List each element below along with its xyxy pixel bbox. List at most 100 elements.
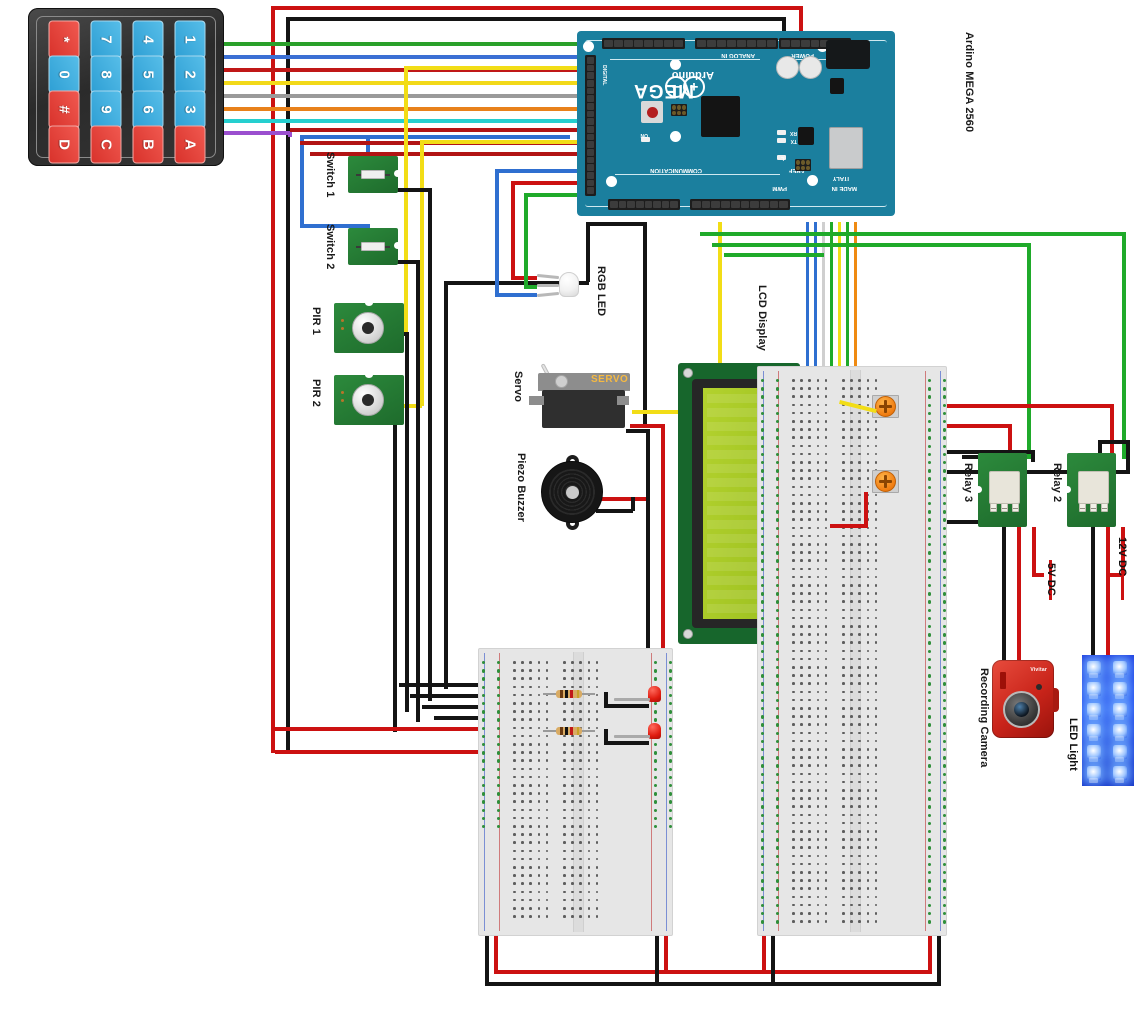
breadboard-hole [497, 669, 501, 673]
keypad-key-1[interactable]: 1 [174, 20, 206, 59]
usb-b-connector[interactable] [829, 127, 863, 169]
breadboard-hole [816, 633, 820, 636]
breadboard-hole [943, 452, 947, 457]
breadboard-hole [816, 895, 820, 899]
relay-2-module[interactable] [1064, 453, 1116, 527]
breadboard-hole [842, 707, 845, 710]
breadboard-hole [800, 395, 803, 398]
breadboard-hole [776, 920, 780, 924]
breadboard-hole [874, 534, 878, 538]
breadboard-hole [866, 641, 870, 644]
breadboard-hole [858, 912, 861, 915]
analog-in-header-2[interactable] [695, 38, 778, 49]
breadboard-hole [824, 887, 828, 890]
breadboard-hole [816, 502, 820, 505]
breadboard-hole [529, 661, 532, 664]
breadboard-hole [800, 600, 803, 603]
led-strip-emitter [1087, 745, 1101, 759]
relay-terminal-block [989, 471, 1020, 504]
analog-in-header[interactable] [602, 38, 685, 49]
breadboard-hole [824, 772, 828, 776]
keypad-key-8[interactable]: 8 [90, 55, 122, 94]
switch-1-module[interactable] [348, 156, 401, 193]
breadboard-hole [928, 666, 932, 670]
breadboard-hole [816, 395, 820, 398]
pwm-header[interactable] [690, 199, 790, 210]
breadboard-hole [761, 715, 765, 719]
pir-1-module[interactable] [334, 300, 404, 353]
breadboard-hole [579, 702, 582, 705]
breadboard-hole [824, 797, 828, 800]
rgb-led-component[interactable] [536, 266, 597, 306]
keypad-key-B[interactable]: B [132, 125, 164, 164]
breadboard-hole [571, 882, 574, 885]
piezo-buzzer-component[interactable] [537, 455, 607, 530]
breadboard-hole [874, 436, 878, 439]
breadboard-hole [563, 825, 566, 828]
breadboard-hole [669, 726, 673, 730]
wire-sw1-gnd-h [366, 188, 431, 192]
breadboard-hole [824, 403, 828, 407]
breadboard-hole [654, 759, 658, 763]
keypad-key-C[interactable]: C [90, 125, 122, 164]
keypad-key-5[interactable]: 5 [132, 55, 164, 94]
breadboard-hole [595, 775, 599, 779]
keypad-key-0[interactable]: 0 [48, 55, 80, 94]
wire-pir2-yellow-v [420, 140, 424, 406]
icsp2-header[interactable] [795, 159, 811, 171]
keypad-key-6[interactable]: 6 [132, 90, 164, 129]
icsp-header[interactable] [671, 104, 687, 116]
breadboard-hole [669, 669, 673, 673]
keypad-key-4[interactable]: 4 [132, 20, 164, 59]
rx-label: RX [790, 130, 797, 136]
right-breadboard[interactable] [757, 366, 947, 936]
relay-3-module[interactable] [975, 453, 1027, 527]
wire-switch1-blue-v [300, 135, 304, 162]
keypad-key-9[interactable]: 9 [90, 90, 122, 129]
breadboard-hole [928, 543, 932, 547]
wire-bbL-blk-3 [422, 705, 496, 709]
keypad-key-2[interactable]: 2 [174, 55, 206, 94]
breadboard-hole [943, 862, 947, 867]
breadboard-hole [816, 551, 820, 554]
wire-arduino-gnd-top [586, 222, 646, 226]
breadboard-hole [866, 575, 870, 579]
breadboard-hole [928, 551, 932, 555]
arduino-mega-board[interactable]: ANALOG IN POWER DIGITAL [577, 31, 895, 216]
breadboard-hole [842, 510, 845, 513]
pir-2-module[interactable] [334, 372, 404, 425]
breadboard-hole [521, 751, 524, 754]
keypad-key-*[interactable]: * [48, 20, 80, 59]
trimpot-2[interactable] [875, 471, 896, 492]
digital-header-left[interactable] [585, 55, 596, 196]
breadboard-hole [824, 584, 828, 587]
breadboard-hole [761, 821, 765, 826]
breadboard-hole [537, 661, 541, 664]
switch-2-module[interactable] [348, 228, 401, 265]
breadboard-hole [792, 838, 795, 841]
breadboard-hole [792, 879, 795, 882]
keypad-key-#[interactable]: # [48, 90, 80, 129]
breadboard-hole [928, 731, 932, 735]
breadboard-hole [808, 821, 811, 825]
breadboard-hole [521, 784, 524, 787]
wire-bottom-blk-l2 [655, 932, 659, 984]
trimpot-1[interactable] [875, 396, 896, 417]
communication-header[interactable] [608, 199, 680, 210]
keypad-key-3[interactable]: 3 [174, 90, 206, 129]
breadboard-hole [579, 718, 582, 721]
module-notch [365, 372, 373, 378]
reset-button[interactable] [641, 101, 663, 123]
keypad-key-7[interactable]: 7 [90, 20, 122, 59]
breadboard-hole [669, 792, 673, 796]
led-light-strip [1082, 655, 1134, 786]
dc-barrel-jack[interactable] [826, 40, 870, 69]
breadboard-hole [761, 575, 765, 580]
breadboard-hole [928, 518, 932, 522]
keypad-key-A[interactable]: A [174, 125, 206, 164]
keypad-key-D[interactable]: D [48, 125, 80, 164]
servo-motor[interactable]: SERVO [529, 363, 630, 433]
wire-pir2-yellow-h [420, 140, 586, 144]
